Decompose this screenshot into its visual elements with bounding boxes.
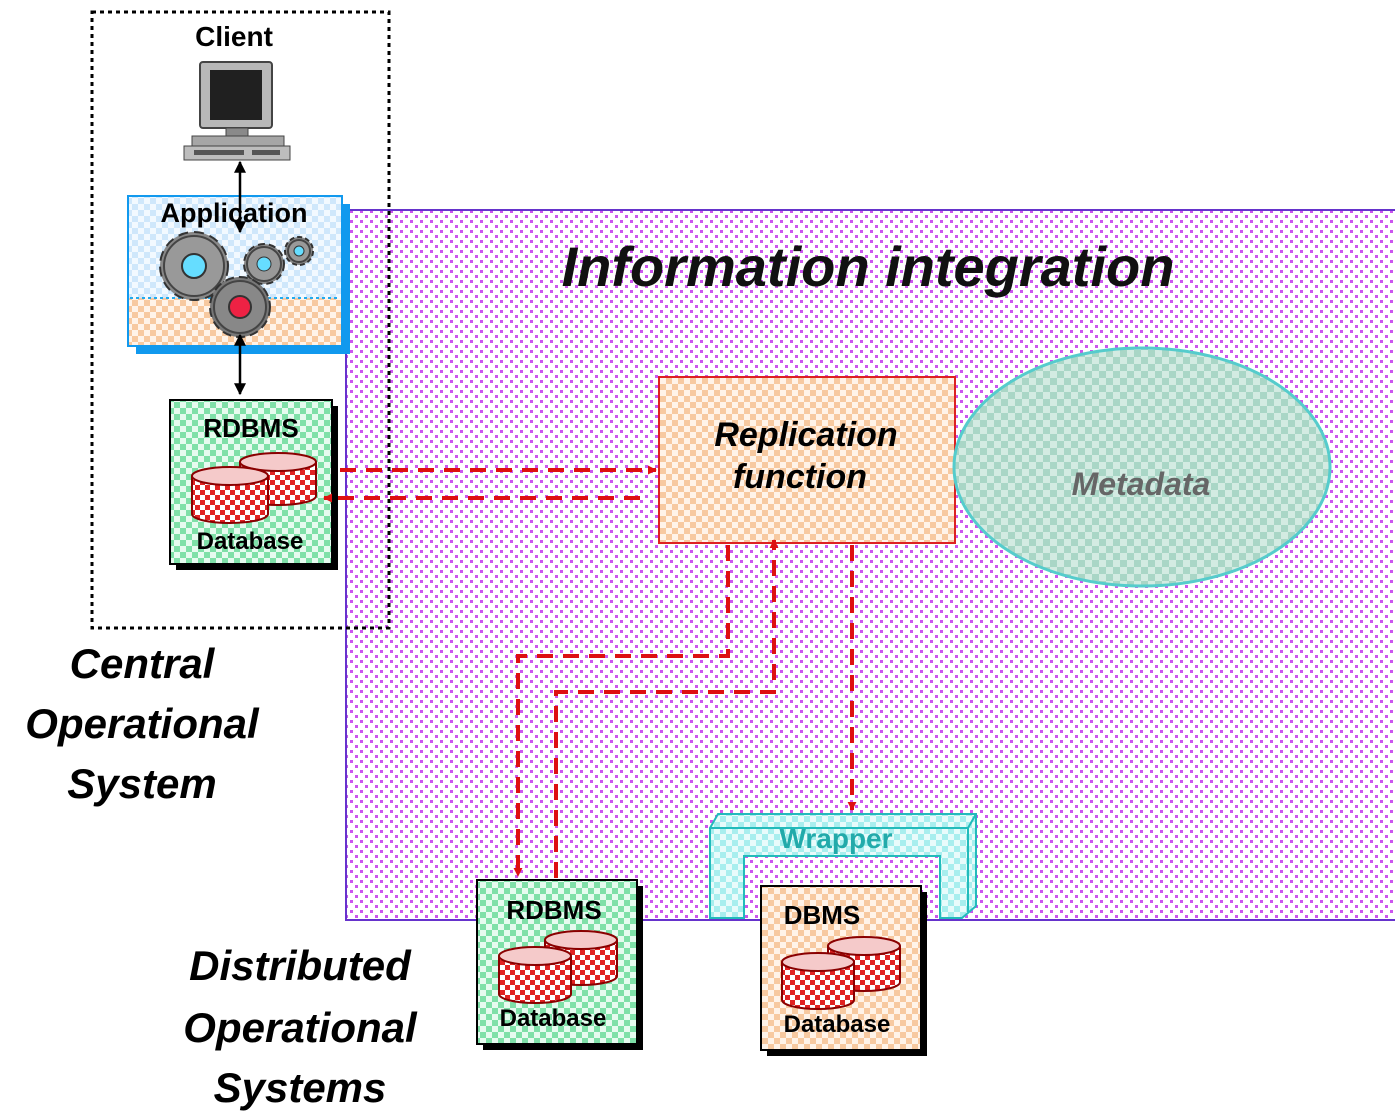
replication-label-line2: function	[733, 458, 867, 496]
distributed-dbms-title: DBMS	[784, 900, 861, 930]
central-system-label-line3: System	[67, 760, 216, 807]
central-rdbms-title: RDBMS	[203, 413, 298, 443]
central-database-label: Database	[197, 528, 304, 555]
replication-label-line1: Replication	[714, 416, 897, 454]
replication-function-box	[658, 376, 956, 544]
distributed-systems-label-line3: Systems	[214, 1064, 387, 1111]
wrapper-label: Wrapper	[779, 823, 892, 854]
distributed-dbms-database-icon	[781, 936, 901, 1010]
client-label: Client	[195, 21, 273, 52]
gears-icon	[159, 231, 314, 338]
distributed-rdbms-title: RDBMS	[506, 895, 601, 925]
distributed-systems-label-line2: Operational	[183, 1004, 418, 1051]
metadata-ellipse	[952, 346, 1332, 588]
distributed-dbms-database-label: Database	[784, 1011, 891, 1038]
gear-medium-icon	[243, 243, 285, 285]
distributed-rdbms-database-label: Database	[500, 1005, 607, 1032]
gear-large-icon	[159, 231, 229, 301]
client-computer-icon	[183, 61, 291, 161]
central-system-label-line1: Central	[70, 640, 216, 687]
replication-to-distributed-rdbms-arrow	[513, 545, 730, 877]
application-label: Application	[161, 198, 308, 228]
distributed-systems-label: Distributed Operational Systems	[183, 942, 418, 1111]
distributed-rdbms-database-icon	[498, 930, 618, 1004]
metadata-label: Metadata	[1072, 466, 1211, 502]
distributed-systems-label-line1: Distributed	[189, 942, 412, 989]
region-title: Information integration	[562, 235, 1175, 298]
central-system-label-line2: Operational	[25, 700, 260, 747]
central-system-label: Central Operational System	[25, 640, 260, 807]
distributed-rdbms-to-replication-arrow	[554, 539, 779, 878]
gear-small-icon	[284, 236, 314, 266]
gear-red-icon	[209, 276, 271, 338]
central-database-icon	[191, 452, 317, 524]
wrapper-shape	[709, 813, 977, 919]
